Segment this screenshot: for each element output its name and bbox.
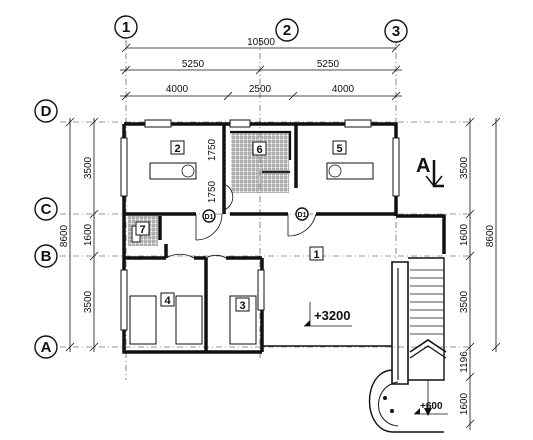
axis-bubble-C: C — [34, 197, 58, 221]
axis-label-3: 3 — [392, 23, 400, 40]
axis-label-A: A — [41, 339, 52, 356]
windows — [120, 119, 400, 331]
axis-bubble-A: A — [34, 335, 58, 359]
axis-label-1: 1 — [122, 19, 130, 36]
axis-bubble-D: D — [34, 99, 58, 123]
level-marker-3200: +3200 — [304, 302, 352, 327]
room-label-1: 1 — [313, 249, 319, 261]
dim-half-left: 5250 — [182, 59, 205, 70]
staircase: +600 — [368, 257, 448, 433]
bed-room-4b — [175, 295, 203, 345]
dim-left-seg-2: 1600 — [83, 223, 94, 246]
level-label-3200: +3200 — [314, 308, 351, 323]
dim-overall-left: 8600 — [59, 224, 70, 247]
axis-label-B: B — [41, 248, 52, 265]
axis-label-2: 2 — [283, 22, 291, 39]
door-tag-label-2: D1 — [298, 212, 307, 219]
dim-overall-right: 8600 — [485, 224, 496, 247]
dim-right-seg-5: 1600 — [459, 392, 470, 415]
dim-left-seg-1: 3500 — [83, 156, 94, 179]
room-label-7: 7 — [139, 224, 145, 236]
room-tag-5: 5 — [332, 140, 347, 155]
top-dimensions: 10500 5250 5250 4000 2500 4000 — [120, 37, 402, 101]
axis-bubble-B: B — [34, 244, 58, 268]
room-tag-1: 1 — [309, 246, 324, 261]
room-label-4: 4 — [164, 295, 171, 307]
axis-bubble-1: 1 — [114, 15, 138, 39]
dim-right-seg-1: 3500 — [459, 156, 470, 179]
dim-bay-1: 4000 — [166, 84, 189, 95]
dim-right-seg-4: 1196 — [459, 351, 470, 373]
right-dimensions: 3500 1600 3500 1196 1600 8600 — [459, 117, 501, 430]
section-mark-label: A — [416, 155, 430, 177]
dim-right-seg-3: 3500 — [459, 290, 470, 313]
room-tag-7: 7 — [135, 221, 150, 236]
bed-room-5 — [326, 162, 374, 180]
axis-label-C: C — [41, 201, 52, 218]
room-label-2: 2 — [174, 143, 180, 155]
bed-room-4a — [129, 295, 157, 345]
door-tag-2: D1 — [295, 207, 309, 221]
room-tag-2: 2 — [170, 140, 185, 155]
left-dimensions: 8600 3500 1600 3500 — [59, 117, 99, 352]
bed-room-2 — [149, 162, 197, 180]
axis-bubble-3: 3 — [384, 19, 408, 43]
level-label-600: +600 — [420, 401, 443, 412]
dim-bay-3: 4000 — [332, 84, 355, 95]
axis-label-D: D — [41, 103, 52, 120]
room-tag-6: 6 — [252, 141, 267, 156]
dim-left-seg-3: 3500 — [83, 290, 94, 313]
door-tag-1: D1 — [202, 209, 216, 223]
room-tag-4: 4 — [160, 292, 175, 307]
dim-interior-2: 1750 — [207, 180, 218, 203]
dim-overall-top: 10500 — [247, 37, 275, 48]
dim-half-right: 5250 — [317, 59, 340, 70]
doors — [165, 183, 317, 259]
dim-interior-1: 1750 — [207, 138, 218, 161]
room-label-3: 3 — [239, 300, 245, 312]
axis-bubble-2: 2 — [275, 18, 299, 42]
room-tag-3: 3 — [235, 297, 250, 312]
door-tag-label-1: D1 — [205, 214, 214, 221]
room-label-5: 5 — [336, 143, 342, 155]
dim-bay-2: 2500 — [249, 84, 272, 95]
room-label-6: 6 — [256, 144, 262, 156]
section-mark: A — [416, 155, 444, 188]
walls — [122, 122, 446, 354]
furniture — [129, 162, 374, 345]
dim-right-seg-2: 1600 — [459, 223, 470, 246]
